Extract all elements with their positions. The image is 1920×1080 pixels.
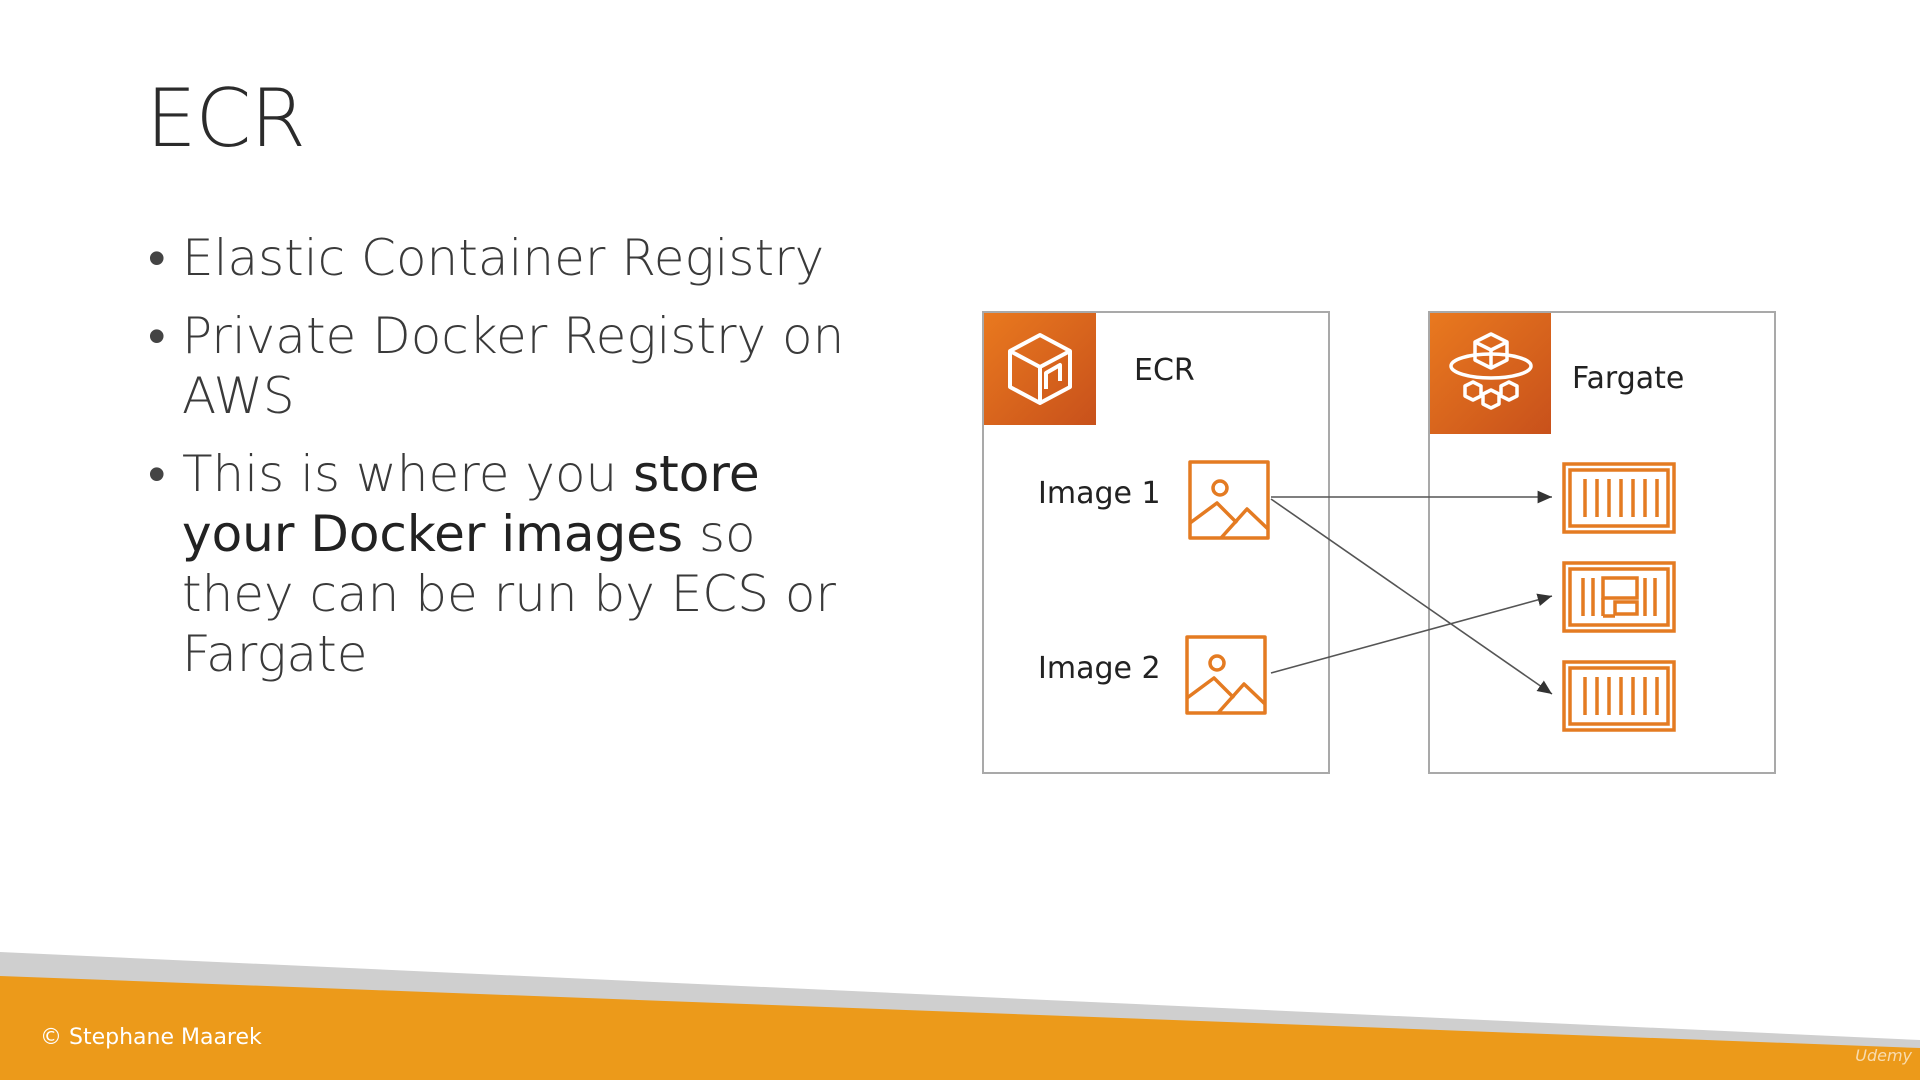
fargate-icon (1430, 313, 1551, 434)
bullet-item: Elastic Container Registry (148, 228, 848, 288)
container-icon (1561, 560, 1677, 639)
fargate-label: Fargate (1572, 361, 1685, 396)
bullet-item: This is where you store your Docker imag… (148, 444, 848, 684)
udemy-watermark: Udemy (1855, 1046, 1912, 1065)
footer-band (0, 952, 1920, 1080)
ecr-icon (984, 313, 1096, 425)
image-icon (1187, 459, 1271, 546)
bullet-list: Elastic Container Registry Private Docke… (148, 228, 848, 702)
container-icon (1561, 461, 1677, 540)
slide-title: ECR (146, 72, 306, 165)
image-1-label: Image 1 (1038, 476, 1161, 511)
fargate-box: Fargate (1428, 311, 1776, 774)
image-2-label: Image 2 (1038, 651, 1161, 686)
image-icon (1184, 634, 1268, 721)
ecr-label: ECR (1134, 353, 1195, 388)
footer-orange-band (0, 976, 1920, 1080)
ecr-box: ECR Image 1 Image 2 (982, 311, 1330, 774)
container-icon (1561, 659, 1677, 738)
bullet-bold-text: store your Docker images (182, 445, 760, 563)
bullet-item: Private Docker Registry on AWS (148, 306, 848, 426)
copyright-text: © Stephane Maarek (40, 1025, 262, 1050)
